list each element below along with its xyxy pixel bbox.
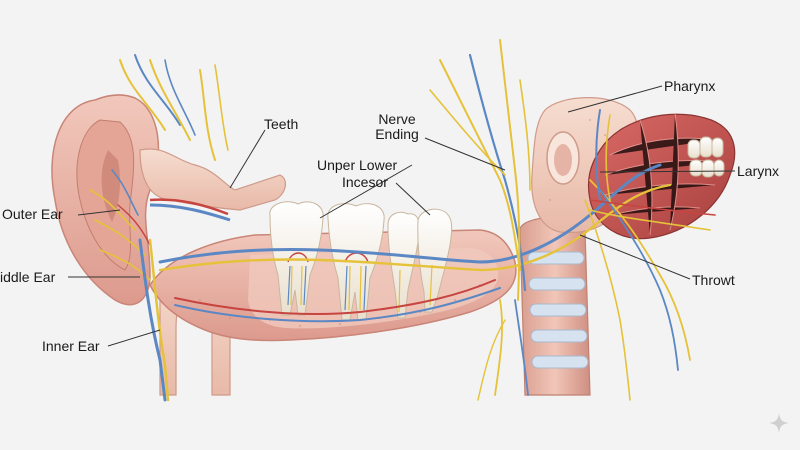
label-nerve-ending: Nerve Ending [375, 111, 419, 142]
label-incisor: Incesor [342, 174, 388, 190]
leader-nerve-ending [424, 137, 506, 171]
incisor [417, 208, 453, 313]
trachea [519, 217, 591, 396]
leader-lines [68, 85, 736, 347]
label-middle-ear: iddle Ear [0, 269, 56, 285]
label-outer-ear: Outer Ear [2, 206, 63, 222]
leader-upper-lower [319, 164, 413, 219]
leader-inner-ear [107, 329, 161, 347]
leader-teeth [229, 129, 266, 189]
label-throat: Throwt [692, 272, 735, 288]
leader-outer-ear [77, 209, 121, 216]
nerve-network [89, 39, 716, 402]
leader-larynx [599, 170, 736, 173]
leader-incisor [395, 182, 431, 216]
label-teeth: Teeth [264, 116, 299, 132]
leader-pharynx [567, 85, 663, 113]
ear-canal [139, 148, 287, 222]
upper-teeth-right [687, 136, 725, 178]
label-pharynx: Pharynx [664, 78, 716, 94]
leader-throat [579, 234, 691, 280]
label-upper-lower: Unper Lower [317, 157, 398, 173]
label-inner-ear: Inner Ear [42, 338, 100, 354]
label-larynx: Larynx [737, 163, 780, 179]
sparkle-icon [769, 413, 789, 433]
